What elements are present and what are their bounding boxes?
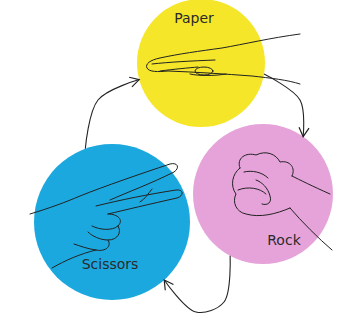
finger-line [244,171,268,178]
circle-fill [34,144,190,300]
finger-line [238,188,266,194]
thumb-nail [195,67,213,75]
wrist-line [292,176,330,194]
fist-outline [233,168,290,216]
curled-finger [74,240,109,250]
circle-fill [137,0,265,127]
curled-finger [88,226,120,240]
thumb-line [256,180,271,205]
wrist-line [290,208,332,250]
knuckles [239,153,293,176]
beats-arrow [264,74,304,137]
finger-line [152,60,215,64]
hand-circle: Rock [193,124,333,264]
beats-arrow [85,80,139,149]
circle-fill [193,124,333,264]
paper-hand [147,34,300,84]
index-finger [30,164,177,214]
wrist-line [52,250,96,268]
thumb-line [190,74,226,76]
hand-label: Rock [267,232,300,248]
scissors-hand [30,164,182,268]
hand-circle: Scissors [34,144,190,300]
middle-finger [96,190,182,214]
nail-line [140,189,152,202]
hand-label: Paper [174,10,214,26]
knuckle [92,214,120,229]
hand-outline [147,34,300,84]
hand-label: Scissors [82,256,139,272]
circle-outline [34,144,190,300]
hand-circle: Paper [137,0,265,127]
circle-outline [193,124,333,264]
rock-fist [233,153,332,250]
finger-line [160,67,198,71]
beats-arrow [164,256,230,313]
